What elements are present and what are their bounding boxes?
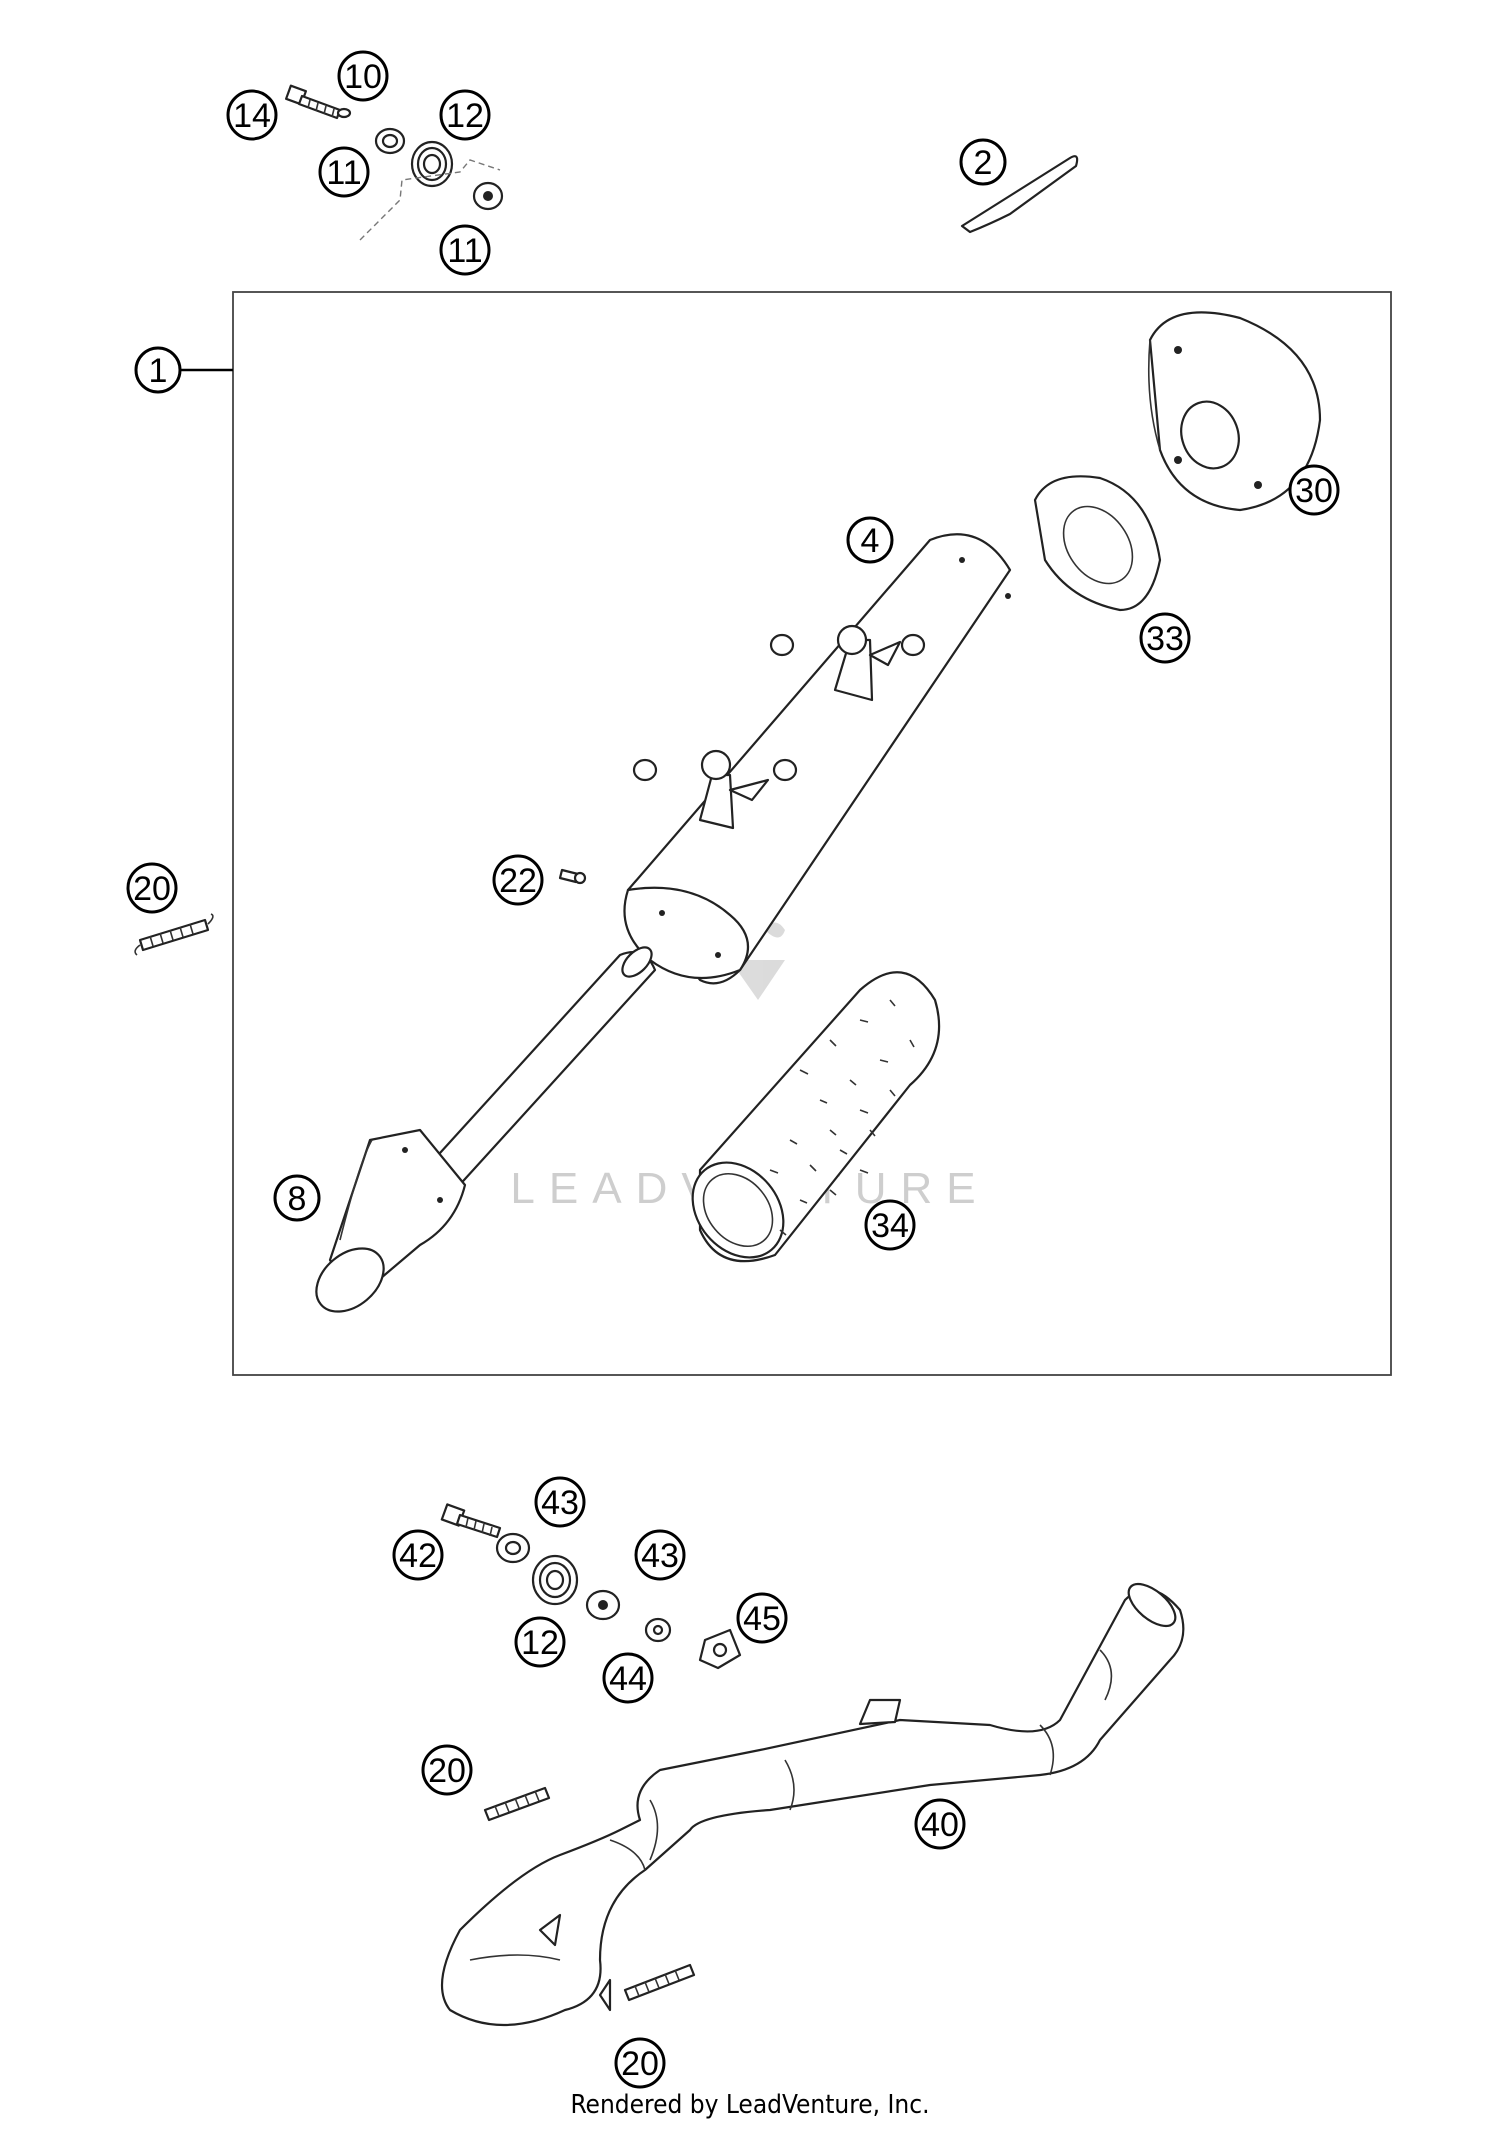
packing-insert-33 <box>1033 475 1162 612</box>
callout-43-lower: 43 <box>634 1529 686 1581</box>
callout-20-bottom: 20 <box>614 2037 666 2089</box>
callout-12-lower: 12 <box>514 1616 566 1668</box>
callout-12-lower-label: 12 <box>521 1624 559 1662</box>
callout-44-label: 44 <box>609 1660 647 1698</box>
callout-45-label: 45 <box>743 1600 781 1638</box>
callout-14: 14 <box>226 89 278 141</box>
screw-22 <box>558 868 587 885</box>
callout-33: 33 <box>1139 612 1191 664</box>
callout-1-label: 1 <box>149 352 168 390</box>
callout-44: 44 <box>602 1652 654 1704</box>
footer-credit: Rendered by LeadVenture, Inc. <box>570 2090 930 2120</box>
callout-20-bottom-label: 20 <box>621 2045 659 2083</box>
spring-20-middle <box>483 1786 551 1822</box>
callout-4-label: 4 <box>861 522 880 560</box>
bushing-11-upper <box>374 127 406 155</box>
callout-34: 34 <box>864 1199 916 1251</box>
grommet-12-lower <box>531 1554 579 1606</box>
perforated-tube-34 <box>691 971 941 1263</box>
bolt-14 <box>284 84 342 120</box>
callout-40-label: 40 <box>921 1806 959 1844</box>
callout-30-label: 30 <box>1295 472 1333 510</box>
gasket-strip-2 <box>960 155 1079 234</box>
muffler-body-4 <box>623 533 1012 985</box>
washer-43-upper <box>495 1532 531 1564</box>
spring-20-bottom <box>623 1963 696 2002</box>
end-cap-30 <box>1147 311 1322 512</box>
callout-43-upper: 43 <box>534 1476 586 1528</box>
callout-20-left-label: 20 <box>133 870 171 908</box>
callout-8-label: 8 <box>288 1180 307 1218</box>
callout-20-middle-label: 20 <box>428 1752 466 1790</box>
callout-33-label: 33 <box>1146 620 1184 658</box>
callout-42-label: 42 <box>399 1537 437 1575</box>
header-pipe-40 <box>440 1582 1185 2027</box>
callout-40: 40 <box>914 1798 966 1850</box>
callout-20-middle: 20 <box>421 1744 473 1796</box>
nut-45 <box>698 1628 742 1670</box>
callout-8: 8 <box>273 1174 321 1222</box>
washer-44 <box>644 1617 672 1643</box>
callout-30: 30 <box>1288 464 1340 516</box>
callout-12-upper: 12 <box>439 89 491 141</box>
callout-22: 22 <box>492 854 544 906</box>
callout-14-label: 14 <box>233 97 271 135</box>
callout-22-label: 22 <box>499 862 537 900</box>
inner-pipe-8 <box>315 946 657 1313</box>
callout-42: 42 <box>392 1529 444 1581</box>
callout-2-label: 2 <box>974 144 993 182</box>
washer-10 <box>336 107 352 119</box>
callout-12-upper-label: 12 <box>446 97 484 135</box>
callout-11-upper-label: 11 <box>326 154 361 192</box>
callout-45: 45 <box>736 1592 788 1644</box>
callout-10: 10 <box>337 50 389 102</box>
muffler-assembly-frame <box>232 291 1392 1376</box>
grommet-12-upper <box>410 140 454 188</box>
callout-10-label: 10 <box>344 58 382 96</box>
bushing-11-lower <box>472 181 504 211</box>
frame-bracket-outline <box>359 159 501 241</box>
callout-2: 2 <box>959 138 1007 186</box>
callout-1: 1 <box>134 346 182 394</box>
callout-43-lower-label: 43 <box>641 1537 679 1575</box>
callout-11-lower: 11 <box>439 224 491 276</box>
callout-4: 4 <box>846 516 894 564</box>
callout-20-left: 20 <box>126 862 178 914</box>
spring-20-left <box>134 913 214 956</box>
bolt-42 <box>440 1503 502 1539</box>
callout-11-lower-label: 11 <box>447 232 482 270</box>
callout-11-upper: 11 <box>318 146 370 198</box>
callout-43-upper-label: 43 <box>541 1484 579 1522</box>
washer-43-lower <box>585 1589 621 1621</box>
callout-34-label: 34 <box>871 1207 909 1245</box>
